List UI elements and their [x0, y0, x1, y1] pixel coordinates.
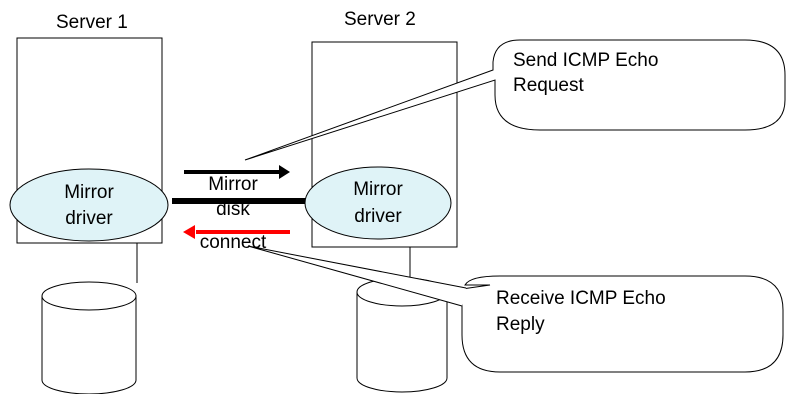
- server-2-mirror-driver: Mirror driver: [304, 166, 452, 240]
- server-1-mirror-driver: Mirror driver: [9, 168, 169, 242]
- send-callout-line2: Request: [513, 75, 584, 96]
- send-callout-line1: Send ICMP Echo: [513, 50, 658, 71]
- receive-callout-line1: Receive ICMP Echo: [496, 288, 666, 309]
- receive-callout-pointer: [247, 245, 467, 307]
- request-arrow: [184, 165, 290, 179]
- server-2-disk-icon: [356, 277, 448, 393]
- receive-callout-bubble: [454, 275, 784, 373]
- server-1-driver-line2: driver: [65, 208, 113, 229]
- server-1-disk-icon: [41, 281, 137, 395]
- connection-label: Mirror disk connect: [200, 174, 267, 253]
- server-1-title: Server 1: [56, 12, 128, 33]
- connection-label-line1: Mirror: [208, 174, 258, 195]
- receive-callout: Receive ICMP Echo Reply: [247, 245, 784, 373]
- connection-label-line2: disk: [216, 199, 250, 220]
- receive-callout-line2: Reply: [496, 314, 545, 335]
- server-2-driver-line2: driver: [354, 206, 402, 227]
- connection-label-line3: connect: [200, 232, 267, 253]
- send-callout-bubble: [244, 39, 786, 161]
- reply-arrow: [183, 225, 290, 239]
- server-2-driver-line1: Mirror: [353, 179, 403, 200]
- server-2-title: Server 2: [344, 9, 416, 30]
- send-callout: Send ICMP Echo Request: [244, 39, 786, 161]
- server-1-driver-line1: Mirror: [64, 182, 114, 203]
